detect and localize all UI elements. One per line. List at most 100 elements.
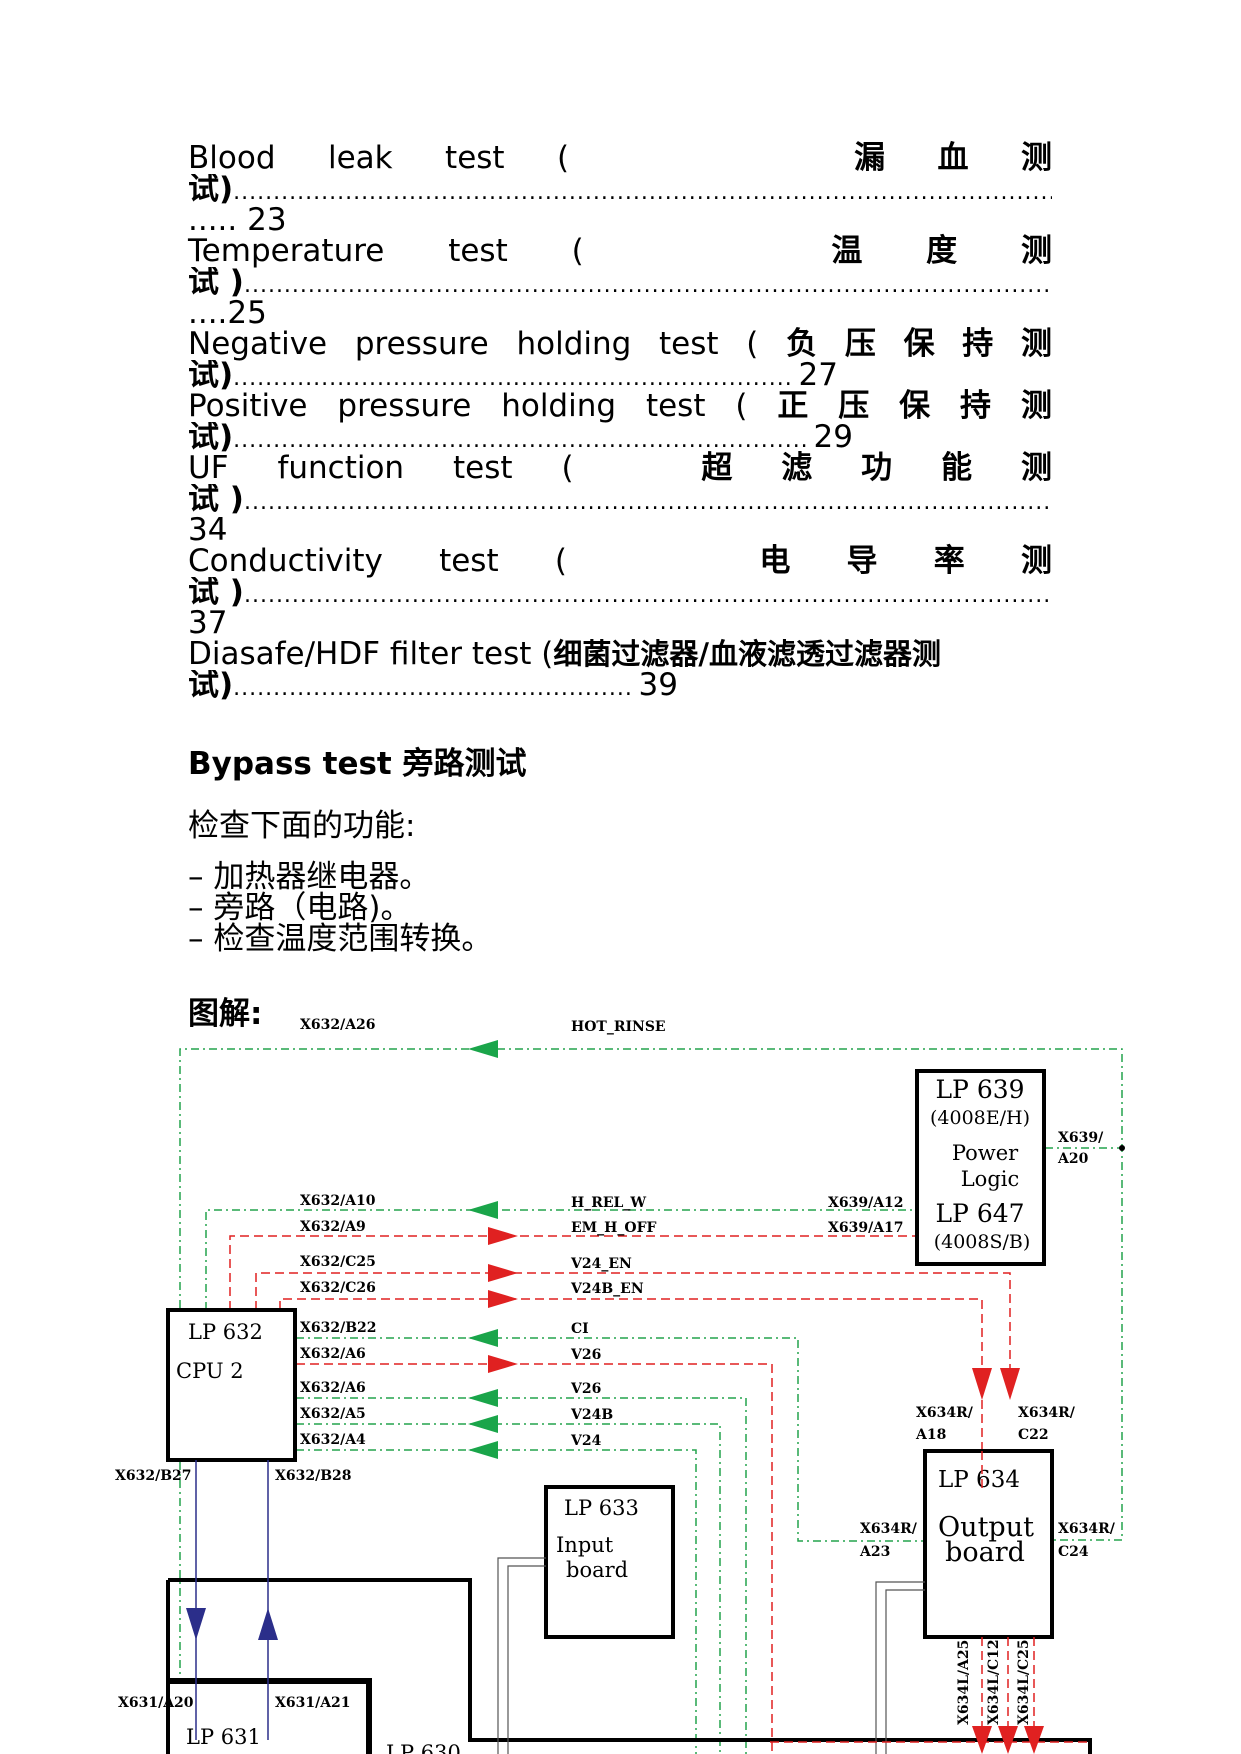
toc-entry-uf-function[interactable]: UF function test ( 超 滤 功 能 测 试 ) 34: [188, 453, 1052, 546]
section-heading: Bypass test 旁路测试: [188, 746, 527, 782]
toc-text-cn: 度: [926, 233, 958, 269]
board-frame: [168, 1578, 1092, 1754]
board-label: Output: [938, 1512, 1034, 1543]
toc-text: Blood: [188, 140, 276, 176]
toc-entry-negative-pressure[interactable]: Negative pressure holding test ( 负 压 保 持…: [188, 329, 1052, 391]
toc-text: pressure: [337, 388, 472, 424]
table-of-contents: Blood leak test ( 漏 血 测 试) ..... 23 Temp…: [188, 143, 1052, 701]
toc-text: Temperature: [188, 233, 385, 269]
toc-text-cn: 正: [777, 388, 809, 424]
list-item: – 旁路（电路)。: [188, 890, 412, 926]
intro-text: 检查下面的功能:: [188, 808, 416, 844]
arrow-red: [488, 1264, 518, 1282]
toc-page-number: 37: [188, 605, 228, 641]
toc-text-cn: 测: [1020, 388, 1052, 424]
signal-line-em-h-off: [229, 1235, 918, 1310]
toc-text: test: [659, 326, 719, 362]
pin-label: C22: [1018, 1427, 1049, 1443]
toc-text-cn: 率: [933, 543, 965, 579]
board-label: CPU 2: [176, 1359, 244, 1383]
toc-line: 试): [188, 174, 1052, 205]
toc-text-cn: 功: [861, 450, 893, 486]
toc-entry-diasafe-filter[interactable]: Diasafe/HDF filter test ( 细菌过滤器/血液滤透过滤器测…: [188, 639, 1052, 701]
signal-line-hot-rinse: [179, 1048, 1123, 1740]
board-label: Logic: [961, 1167, 1020, 1191]
signal-line-v24b: [296, 1423, 721, 1754]
toc-text-cn: 测: [1020, 450, 1052, 486]
pin-label: X632/A6: [300, 1380, 366, 1396]
toc-line: 试 ): [188, 577, 1052, 608]
pin-label: X632/B22: [300, 1320, 377, 1336]
pin-label: X634R/: [916, 1405, 974, 1421]
toc-text-cn: 测: [1020, 140, 1052, 176]
toc-entry-temperature[interactable]: Temperature test ( 温 度 测 试 ) ....25: [188, 236, 1052, 329]
arrow-green: [468, 1389, 498, 1407]
pin-label: X634L/C25: [1016, 1639, 1032, 1725]
toc-text-cn: 试 ): [188, 577, 244, 608]
toc-line: Temperature test ( 温 度 测: [188, 236, 1052, 267]
toc-text-cn: 试): [188, 422, 234, 453]
toc-text-cn: 压: [838, 388, 870, 424]
arrow-red: [972, 1726, 992, 1754]
arrow-red: [998, 1726, 1018, 1754]
toc-line: Positive pressure holding test ( 正 压 保 持…: [188, 391, 1052, 422]
toc-text: leak: [327, 140, 393, 176]
pin-label: X634R/: [860, 1521, 918, 1537]
junction-dot: [1119, 1145, 1125, 1151]
board-lp633: [544, 1485, 675, 1639]
pin-label: X639/A12: [828, 1195, 904, 1211]
toc-text-cn: 测: [1020, 543, 1052, 579]
feed-line: [875, 1581, 925, 1754]
feed-line: [885, 1589, 925, 1754]
toc-page-number: 27: [798, 360, 838, 391]
pin-label: X632/A4: [300, 1432, 366, 1448]
toc-text: test: [448, 233, 508, 269]
signal-line-v24b-en: [279, 1298, 983, 1390]
toc-text: function: [277, 450, 405, 486]
pin-label: X632/A10: [300, 1193, 376, 1209]
toc-text-cn: 试): [188, 360, 234, 391]
toc-text-cn: 超: [701, 450, 733, 486]
toc-text: UF: [188, 450, 229, 486]
board-lp634: [923, 1449, 1054, 1639]
pin-label: A20: [1057, 1151, 1089, 1167]
toc-page-number: 34: [188, 512, 228, 548]
toc-text: (: [571, 233, 584, 269]
signal-label: V24B: [570, 1407, 613, 1423]
pin-label: X632/B28: [275, 1468, 352, 1484]
list-item: – 加热器继电器。: [188, 859, 431, 895]
pin-label: X634L/C12: [986, 1639, 1002, 1725]
toc-line: 试) 39: [188, 670, 678, 701]
arrow-green: [468, 1329, 498, 1347]
toc-text: Diasafe/HDF filter test (: [188, 636, 554, 672]
toc-line: Blood leak test ( 漏 血 测: [188, 143, 1052, 174]
pin-label: X632/C26: [300, 1280, 376, 1296]
arrow-blue: [186, 1608, 206, 1640]
toc-page-number: 39: [638, 670, 678, 701]
toc-line: 试) 27: [188, 360, 838, 391]
toc-text: (: [735, 388, 748, 424]
arrow-red: [1024, 1726, 1044, 1754]
toc-entry-positive-pressure[interactable]: Positive pressure holding test ( 正 压 保 持…: [188, 391, 1052, 453]
toc-text: (: [557, 140, 570, 176]
toc-line: Conductivity test ( 电 导 率 测: [188, 546, 1052, 577]
board-label: LP 630: [386, 1741, 461, 1754]
toc-text: Positive: [188, 388, 308, 424]
board-label: Power: [952, 1141, 1019, 1165]
toc-entry-blood-leak[interactable]: Blood leak test ( 漏 血 测 试) ..... 23: [188, 143, 1052, 236]
signal-line-v26: [296, 1363, 773, 1754]
toc-text-cn: 试): [188, 670, 234, 701]
pin-label: X632/B27: [115, 1468, 192, 1484]
board-label: LP 633: [564, 1496, 639, 1520]
bullet-list: – 加热器继电器。 – 旁路（电路)。 – 检查温度范围转换。: [188, 862, 492, 955]
toc-line: 试 ): [188, 267, 1052, 298]
pin-label: X631/A20: [118, 1695, 194, 1711]
feed-line: [497, 1557, 546, 1754]
toc-text-cn: 试 ): [188, 267, 244, 298]
toc-entry-conductivity[interactable]: Conductivity test ( 电 导 率 测 试 ) 37: [188, 546, 1052, 639]
signal-label: EM_H_OFF: [571, 1220, 657, 1236]
toc-text: test: [439, 543, 499, 579]
pin-label: X632/A5: [300, 1406, 366, 1422]
toc-text: pressure: [354, 326, 489, 362]
